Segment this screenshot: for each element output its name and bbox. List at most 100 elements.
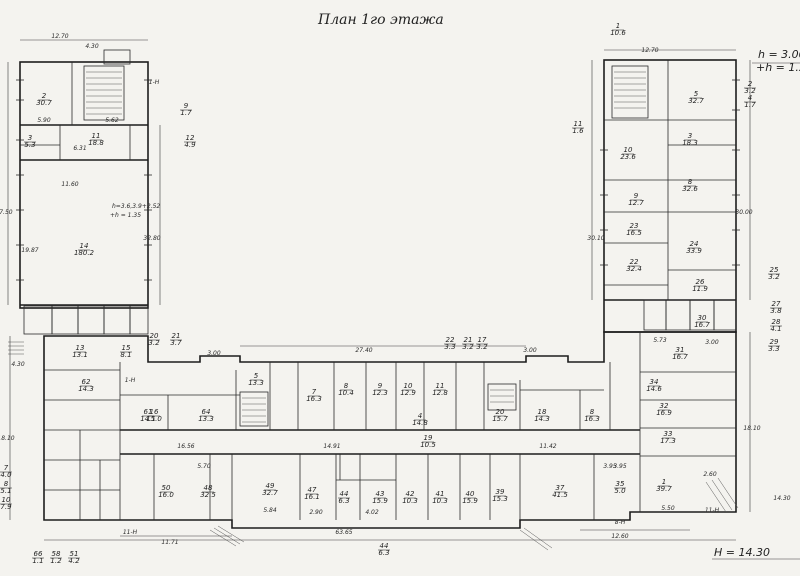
label-line: 21 [172, 332, 181, 340]
label-c-dim-6365: 63.65 [335, 529, 352, 536]
label-line: 8 [344, 382, 349, 390]
label-line: 30.00 [735, 209, 752, 216]
label-r-dim-1810: 18.10 [743, 425, 760, 432]
label-r-dim-573: 5.73 [653, 337, 667, 344]
label-line: 14.3 [78, 385, 94, 393]
label-line: 15.9 [372, 497, 388, 505]
label-line: 5.0 [614, 487, 626, 495]
label-line: 33.9 [686, 247, 702, 255]
label-line: 30.7 [36, 99, 52, 107]
label-line: 23 [630, 222, 639, 230]
label-line: 62 [82, 378, 91, 386]
label-line: 19 [424, 434, 433, 442]
label-line: 16.7 [672, 353, 688, 361]
label-line: 4 [748, 94, 752, 102]
label-line: 10 [624, 146, 633, 154]
label-line: 15 [122, 344, 131, 352]
height-note: h = 3.00 [758, 48, 800, 61]
label-line: 16.7 [694, 321, 710, 329]
label-line: 6.3 [338, 497, 349, 505]
label-line: 34 [650, 378, 659, 386]
label-l-side-dim3: 19.87 [21, 247, 38, 254]
label-line: 44 [340, 490, 349, 498]
label-line: 44 [380, 542, 389, 550]
label-line: 14 [80, 242, 89, 250]
label-line: 41.5 [552, 491, 568, 499]
height-note-plus: +h = 1.35 [756, 61, 800, 74]
label-r-dim-300: 3.00 [705, 339, 719, 346]
label-line: 30.10 [587, 235, 604, 242]
label-l-side-dim2: 27.50 [0, 209, 13, 216]
label-line: 18.3 [682, 139, 698, 147]
label-c-dim-2740: 27.40 [355, 347, 372, 354]
label-line: 49 [266, 482, 275, 490]
label-line: 10 [2, 496, 11, 504]
label-c-dim-1260: 12.60 [611, 533, 628, 540]
label-line: 5.1 [0, 487, 11, 495]
label-line: 12.60 [611, 533, 628, 540]
label-line: 10.3 [402, 497, 418, 505]
label-line: 3 [688, 132, 692, 140]
label-line: 39 [496, 488, 505, 496]
label-l-top-dim: 12.70 [51, 33, 68, 40]
label-line: 8 [4, 480, 9, 488]
label-line: 12.70 [641, 47, 658, 54]
label-line: 19.87 [21, 247, 38, 254]
label-line: 16.1 [304, 493, 320, 501]
label-r-dim-3010: 30.10 [587, 235, 604, 242]
label-line: 14.91 [323, 443, 340, 450]
label-line: 13.1 [72, 351, 88, 359]
label-c-dim-584: 5.84 [263, 507, 277, 514]
label-line: 8 [590, 408, 595, 416]
label-c-dim-402: 4.02 [365, 509, 379, 516]
label-c-dim-1491: 14.91 [323, 443, 340, 450]
label-line: 30 [698, 314, 707, 322]
label-line: 4.02 [365, 509, 379, 516]
label-line: 9 [378, 382, 383, 390]
label-line: 42 [406, 490, 415, 498]
label-line: 3.3 [768, 345, 779, 353]
label-c-entry-l: 11-H [123, 529, 138, 536]
label-l-dim-a: 6.31 [73, 145, 86, 152]
label-l-dim-300: 3.00 [207, 350, 221, 357]
label-line: 11.60 [61, 181, 78, 188]
label-line: 25 [770, 266, 779, 274]
label-line: 1.7 [744, 101, 756, 109]
label-line: 1.2 [50, 557, 62, 565]
label-line: 11.71 [161, 539, 178, 546]
left-wing [8, 49, 152, 355]
label-line: 4.1 [770, 325, 781, 333]
label-line: 11.42 [539, 443, 556, 450]
label-line: 16.3 [306, 395, 322, 403]
label-line: 11 [574, 120, 583, 128]
label-c-dim-300b: 3.00 [523, 347, 537, 354]
label-l-dim-b: 5.90 [37, 117, 51, 124]
label-line: 10.3 [432, 497, 448, 505]
label-line: 27.50 [0, 209, 13, 216]
